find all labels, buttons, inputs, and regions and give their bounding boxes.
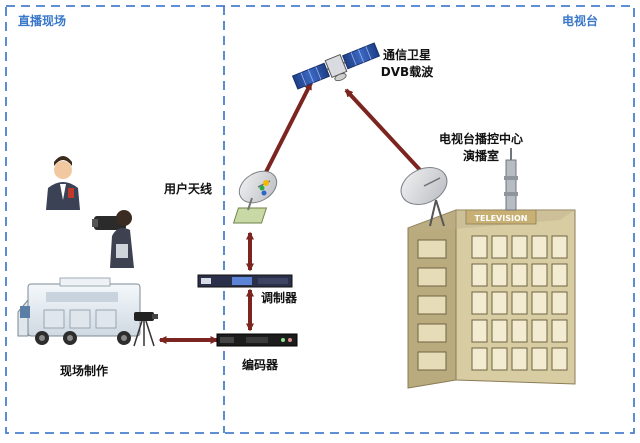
building-window (472, 236, 487, 258)
cameraman-icon (92, 210, 134, 268)
building-sign: TELEVISION (475, 214, 528, 223)
building-side-window (418, 296, 446, 314)
building-side-window (418, 268, 446, 286)
modulator-device-icon (198, 275, 292, 287)
building-window (492, 264, 507, 286)
ob-van-icon (18, 278, 140, 345)
user-antenna-label: 用户天线 (164, 180, 212, 197)
link-antenna-satellite (266, 83, 311, 172)
station-label-line2: 演播室 (426, 147, 536, 164)
station-label-line1: 电视台播控中心 (426, 130, 536, 147)
user-antenna-icon (234, 165, 283, 223)
region-title-live-site: 直播现场 (18, 12, 66, 29)
building-window (532, 320, 547, 342)
region-title-tv-station: 电视台 (562, 12, 598, 29)
satellite-label: 通信卫星 DVB载波 (372, 46, 442, 80)
building-window (552, 320, 567, 342)
building-side-window (418, 324, 446, 342)
building-window (472, 292, 487, 314)
modulator-label: 调制器 (261, 289, 297, 306)
satellite-icon (292, 41, 383, 96)
satellite-label-line2: DVB载波 (372, 63, 442, 80)
building-window (492, 292, 507, 314)
building-window (512, 236, 527, 258)
reporter-icon (46, 156, 80, 210)
building-window (552, 236, 567, 258)
satellite-label-line1: 通信卫星 (372, 46, 442, 63)
encoder-label: 编码器 (242, 356, 278, 373)
building-window (552, 348, 567, 370)
link-station-satellite (346, 90, 420, 170)
building-window (492, 320, 507, 342)
building-side-window (418, 240, 446, 258)
tv-building-icon (408, 210, 575, 388)
building-window (552, 264, 567, 286)
building-side-window (418, 352, 446, 370)
building-window (472, 320, 487, 342)
building-window (512, 292, 527, 314)
building-window (532, 264, 547, 286)
building-window (512, 264, 527, 286)
building-window (512, 320, 527, 342)
building-window (552, 292, 567, 314)
building-window (492, 348, 507, 370)
building-window (532, 292, 547, 314)
station-label: 电视台播控中心 演播室 (426, 130, 536, 164)
building-window (472, 264, 487, 286)
building-window (532, 348, 547, 370)
building-window (512, 348, 527, 370)
building-window (492, 236, 507, 258)
building-window (472, 348, 487, 370)
building-window (532, 236, 547, 258)
onsite-production-label: 现场制作 (60, 362, 108, 379)
encoder-device-icon (217, 334, 297, 346)
